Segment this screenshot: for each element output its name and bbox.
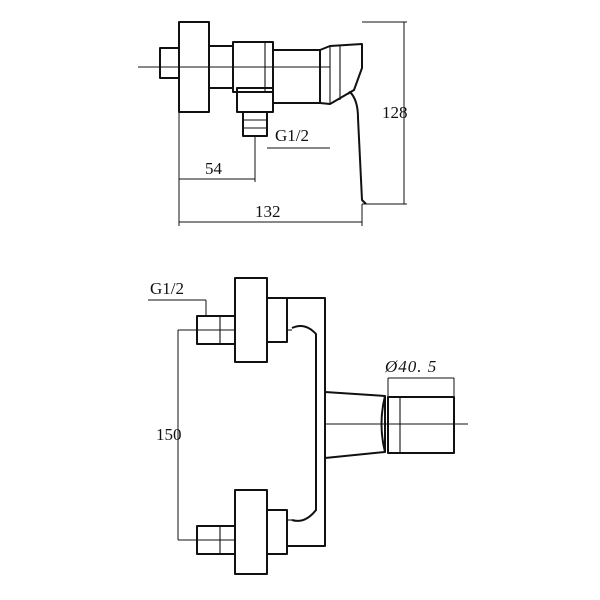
front-diameter-dim: Ø40. 5 bbox=[384, 357, 437, 376]
top-lever-handle bbox=[319, 43, 363, 105]
top-thread-label: G1/2 bbox=[275, 126, 309, 145]
front-view: 150 G1/2 Ø40. 5 bbox=[148, 277, 468, 575]
front-upper-flange bbox=[234, 277, 268, 363]
front-lower-nut bbox=[266, 509, 288, 555]
front-handle-cap bbox=[387, 396, 455, 454]
front-lower-flange bbox=[234, 489, 268, 575]
front-mixer-body bbox=[287, 297, 326, 547]
front-upper-nut bbox=[266, 297, 288, 343]
top-view: 128 132 54 G1/2 bbox=[138, 21, 408, 226]
top-width-dim: 132 bbox=[255, 202, 281, 221]
front-cartridge-housing bbox=[324, 391, 386, 459]
top-outlet-thread bbox=[242, 111, 268, 137]
top-height-dim: 128 bbox=[382, 103, 408, 122]
top-mixer-body bbox=[272, 49, 321, 104]
front-thread-label: G1/2 bbox=[150, 279, 184, 298]
top-inlet-stub bbox=[159, 47, 180, 79]
front-spacing-dim: 150 bbox=[156, 425, 182, 444]
top-offset-dim: 54 bbox=[205, 159, 223, 178]
